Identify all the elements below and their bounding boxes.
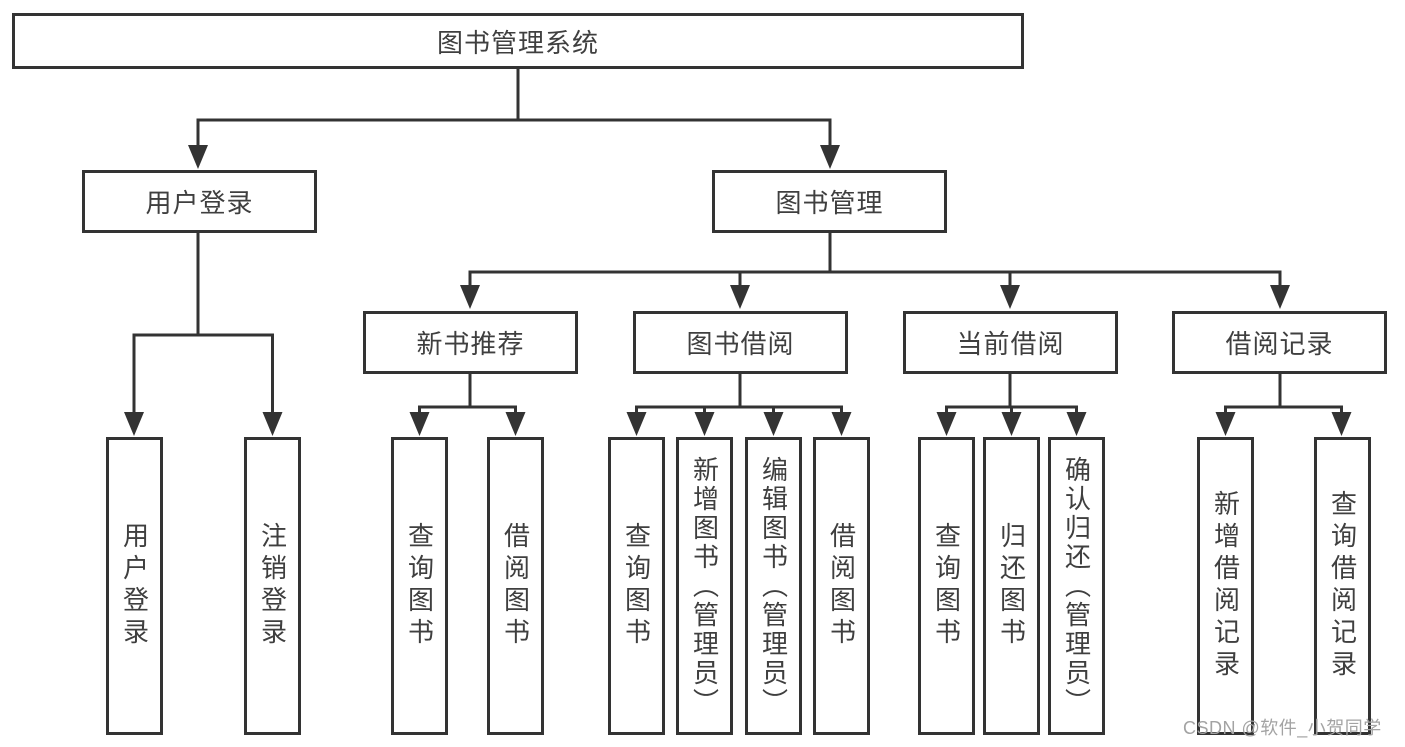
- node-current-borrow: 当前借阅: [903, 311, 1118, 374]
- arrow-icon: [730, 285, 750, 309]
- node-label: 用户登录: [119, 522, 150, 650]
- node-label: 图书管理: [775, 188, 884, 218]
- leaf-add-borrow-record: 新增借阅记录: [1197, 437, 1254, 735]
- node-label: 借阅图书: [826, 522, 857, 650]
- arrow-icon: [124, 412, 144, 436]
- arrow-icon: [1215, 412, 1236, 436]
- node-book-borrow: 图书借阅: [633, 311, 848, 374]
- edge-bookborrow-to-leaves: [635, 374, 843, 416]
- node-label: 图书管理系统: [436, 27, 599, 58]
- node-label: 归还图书: [996, 522, 1027, 650]
- edge-root-to-level2: [196, 68, 832, 150]
- leaf-borrow-books-recommend: 借阅图书: [487, 437, 544, 735]
- node-library-management-system: 图书管理系统: [12, 13, 1024, 69]
- node-label: 用户登录: [145, 188, 254, 218]
- leaf-query-books-current: 查询图书: [918, 437, 975, 735]
- node-borrow-record: 借阅记录: [1172, 311, 1387, 374]
- node-label: 查询图书: [621, 522, 652, 650]
- node-label: 查询图书: [404, 522, 435, 650]
- arrowheads: [124, 145, 1352, 436]
- node-new-book-recommend: 新书推荐: [363, 311, 578, 374]
- leaf-return-books: 归还图书: [983, 437, 1040, 735]
- leaf-query-borrow-record: 查询借阅记录: [1314, 437, 1371, 735]
- edge-newbook-to-leaves: [418, 374, 517, 416]
- leaf-user-login: 用户登录: [106, 437, 163, 735]
- arrow-icon: [460, 285, 480, 309]
- node-label: 新增借阅记录: [1210, 490, 1241, 682]
- arrow-icon: [820, 145, 840, 169]
- edge-currentborrow-to-leaves: [945, 374, 1078, 416]
- node-label: 当前借阅: [956, 329, 1065, 359]
- edge-userlogin-to-leaves: [132, 233, 274, 416]
- node-label: 借阅记录: [1225, 329, 1334, 359]
- arrow-icon: [763, 412, 784, 436]
- leaf-logout: 注销登录: [244, 437, 301, 735]
- node-label: 借阅图书: [500, 522, 531, 650]
- watermark: CSDN @软件_小贺同学: [1183, 718, 1382, 738]
- leaf-add-books-admin: 新增图书（管理员）: [676, 437, 733, 735]
- node-label: 注销登录: [257, 522, 288, 650]
- arrow-icon: [1001, 412, 1022, 436]
- node-user-login: 用户登录: [82, 170, 317, 233]
- leaf-query-books-borrow: 查询图书: [608, 437, 665, 735]
- leaf-borrow-books: 借阅图书: [813, 437, 870, 735]
- arrow-icon: [831, 412, 852, 436]
- arrow-icon: [936, 412, 957, 436]
- arrow-icon: [626, 412, 647, 436]
- node-label: 查询图书: [931, 522, 962, 650]
- arrow-icon: [505, 412, 526, 436]
- arrow-icon: [409, 412, 430, 436]
- arrow-icon: [188, 145, 208, 169]
- node-label: 编辑图书（管理员）: [758, 455, 789, 717]
- node-book-management: 图书管理: [712, 170, 947, 233]
- node-label: 图书借阅: [686, 329, 795, 359]
- arrow-icon: [1331, 412, 1352, 436]
- arrow-icon: [262, 412, 283, 436]
- arrow-icon: [694, 412, 715, 436]
- arrow-icon: [1066, 412, 1087, 436]
- leaf-edit-books-admin: 编辑图书（管理员）: [745, 437, 802, 735]
- arrow-icon: [1270, 285, 1290, 309]
- node-label: 新增图书（管理员）: [689, 455, 720, 717]
- edge-borrowrecord-to-leaves: [1224, 374, 1343, 416]
- leaf-confirm-return-admin: 确认归还（管理员）: [1048, 437, 1105, 735]
- node-label: 新书推荐: [416, 329, 525, 359]
- leaf-query-books-recommend: 查询图书: [391, 437, 448, 735]
- node-label: 查询借阅记录: [1327, 490, 1358, 682]
- node-label: 确认归还（管理员）: [1061, 455, 1092, 717]
- arrow-icon: [1000, 285, 1020, 309]
- edge-bookmgmt-to-level3: [468, 233, 1282, 291]
